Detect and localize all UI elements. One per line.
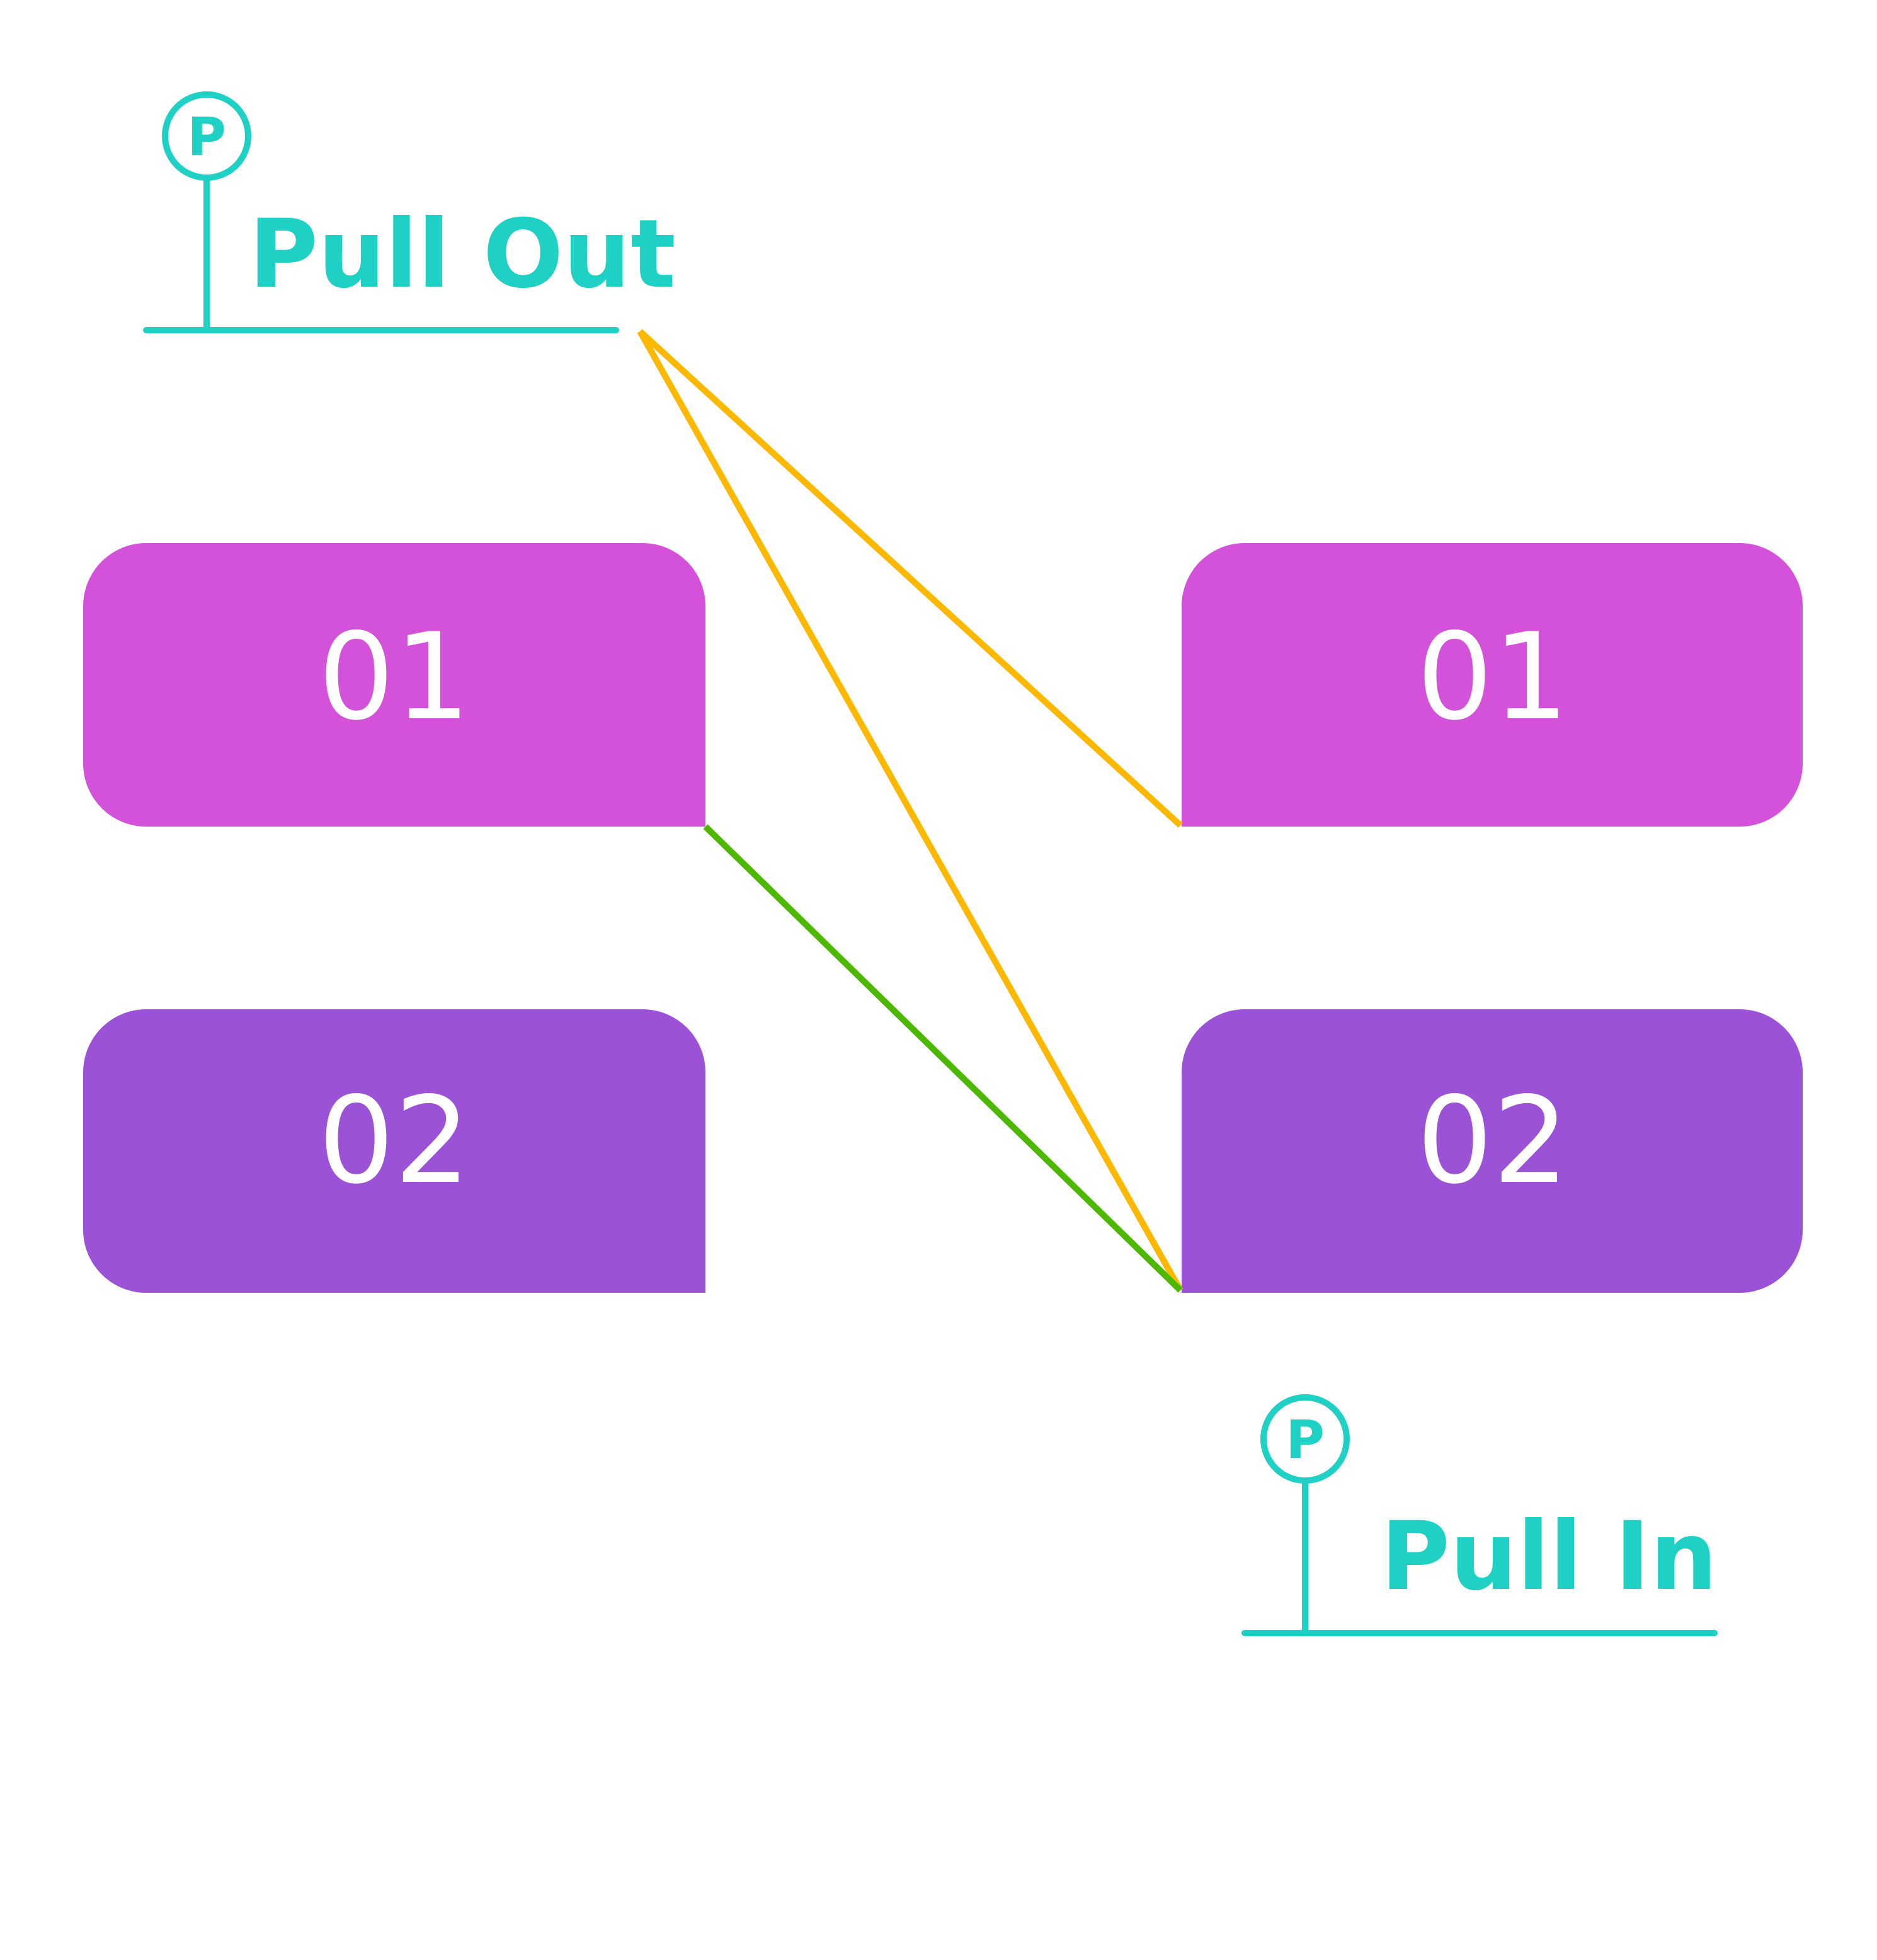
parking-pin-icon: P [162,91,251,330]
right-block-01: 01 [1182,543,1803,827]
pin-letter: P [187,106,226,168]
block-label: 01 [318,607,471,747]
left-block-01: 01 [83,543,705,827]
pull-in-marker: P Pull In [1241,1394,1718,1636]
connector-pull-out-to-right-01 [637,329,1183,828]
left-block-02: 02 [83,1009,705,1293]
block-label: 01 [1417,607,1569,747]
pull-out-label: Pull Out [249,200,676,309]
block-label: 02 [318,1071,471,1210]
right-block-02: 02 [1182,1009,1803,1293]
connector-pull-out-to-right-02 [637,330,1184,1292]
block-label: 02 [1417,1071,1569,1210]
pull-in-label: Pull In [1381,1502,1717,1612]
connector-left-01-to-right-02 [703,824,1183,1293]
pin-letter: P [1286,1409,1325,1470]
pull-out-marker: P Pull Out [143,91,676,333]
parking-pin-icon: P [1260,1394,1350,1633]
